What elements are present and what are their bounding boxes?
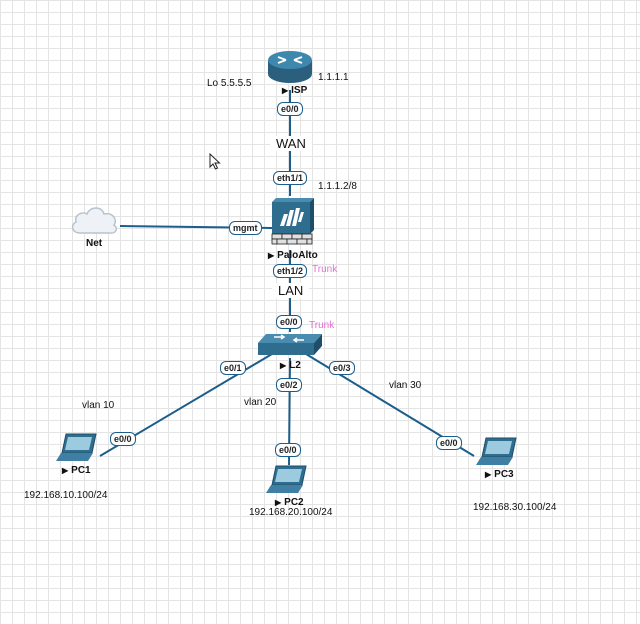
port-l2-e01[interactable]: e0/1 [220, 361, 246, 375]
net-name: Net [86, 238, 103, 249]
mouse-cursor-icon [209, 153, 221, 170]
vlan20-label: vlan 20 [244, 397, 277, 408]
pc2-ip: 192.168.20.100/24 [249, 507, 333, 518]
laptop-icon[interactable] [266, 465, 310, 495]
wan-label: WAN [270, 136, 312, 151]
l2-name: ▶L2 [280, 360, 301, 371]
isp-name: ▶ISP [282, 85, 308, 96]
port-pc3-e00[interactable]: e0/0 [436, 436, 462, 450]
port-l2-e00[interactable]: e0/0 [276, 315, 302, 329]
pc2-name: ▶PC2 [275, 497, 304, 508]
port-pa-eth12[interactable]: eth1/2 [273, 264, 308, 278]
trunk-label-paloalto: Trunk [312, 264, 338, 275]
port-isp-e00[interactable]: e0/0 [277, 102, 303, 116]
router-icon[interactable] [266, 50, 314, 84]
vlan10-label: vlan 10 [82, 400, 115, 411]
port-pa-eth11[interactable]: eth1/1 [273, 171, 308, 185]
paloalto-ip: 1.1.1.2/8 [318, 181, 357, 192]
switch-icon[interactable] [256, 333, 324, 357]
vlan30-label: vlan 30 [389, 380, 422, 391]
port-l2-e02[interactable]: e0/2 [276, 378, 302, 392]
trunk-label-l2: Trunk [309, 320, 335, 331]
lan-label: LAN [272, 283, 310, 298]
pc3-name: ▶PC3 [485, 469, 514, 480]
firewall-icon[interactable] [270, 196, 316, 248]
pc1-ip: 192.168.10.100/24 [24, 490, 108, 501]
isp-ip: 1.1.1.1 [318, 72, 349, 83]
port-pc2-e00[interactable]: e0/0 [275, 443, 301, 457]
laptop-icon[interactable] [56, 433, 100, 463]
pc3-ip: 192.168.30.100/24 [473, 502, 557, 513]
isp-loopback: Lo 5.5.5.5 [207, 78, 252, 89]
cloud-icon[interactable] [68, 203, 120, 237]
pc1-name: ▶PC1 [62, 465, 91, 476]
laptop-icon[interactable] [476, 437, 520, 467]
port-pc1-e00[interactable]: e0/0 [110, 432, 136, 446]
paloalto-name: ▶PaloAlto [268, 250, 318, 261]
port-pa-mgmt[interactable]: mgmt [229, 221, 262, 235]
port-l2-e03[interactable]: e0/3 [329, 361, 355, 375]
